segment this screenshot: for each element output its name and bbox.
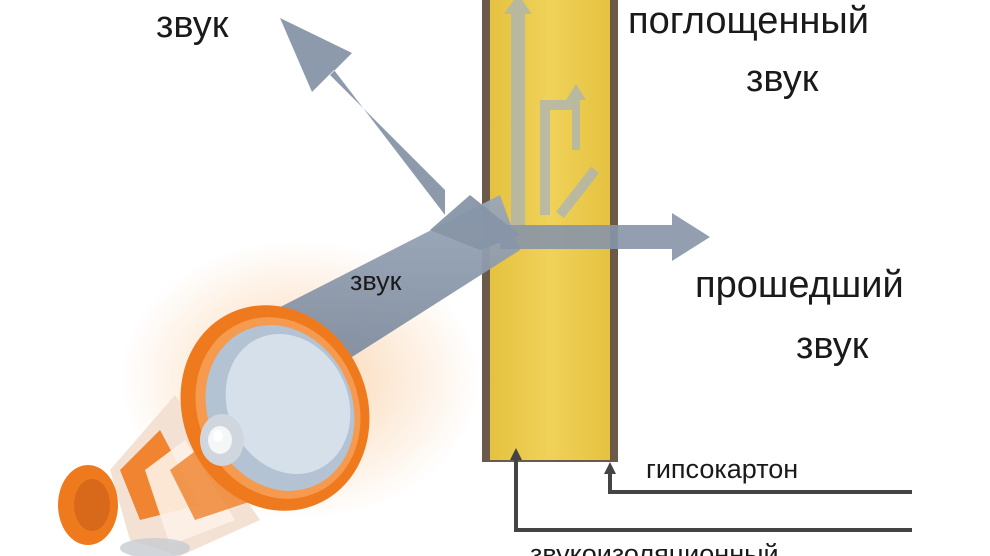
leader-lines <box>514 456 912 532</box>
transmitted-sound-label-line1: прошедший <box>695 264 904 306</box>
drywall-label: гипсокартон <box>646 454 799 484</box>
absorbed-sound-label-line2: звук <box>746 58 819 100</box>
incident-sound-label: звук <box>350 266 402 296</box>
megaphone-icon <box>58 305 370 556</box>
transmitted-sound-arrow <box>500 213 710 261</box>
reflected-sound-arrow <box>280 18 445 215</box>
transmitted-sound-label-line2: звук <box>796 325 869 367</box>
insulation-label: звукоизоляционный <box>530 539 779 556</box>
absorbed-sound-arrows <box>504 0 599 225</box>
absorbed-sound-label-line1: поглощенный <box>628 0 869 42</box>
reflected-sound-label: звук <box>156 4 229 46</box>
